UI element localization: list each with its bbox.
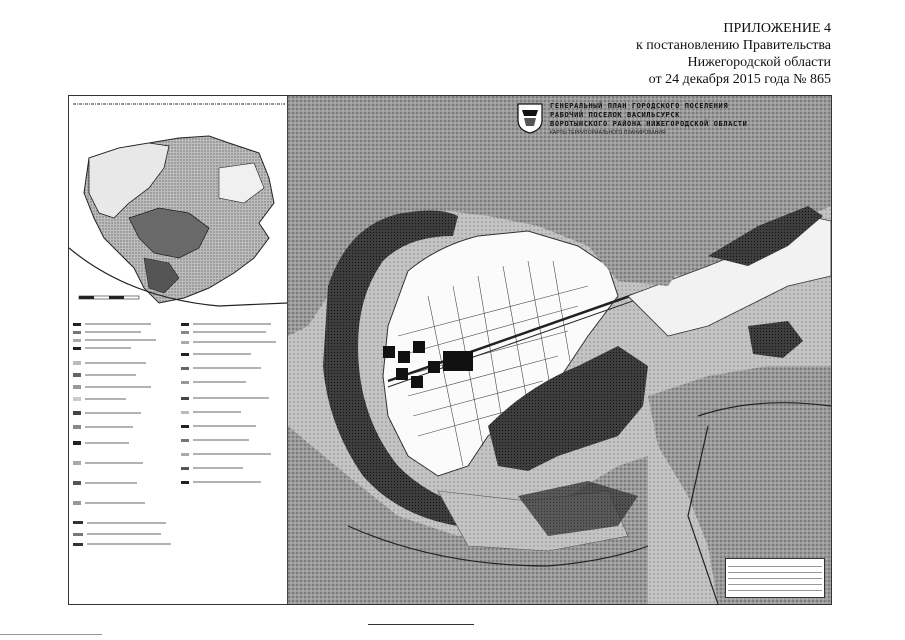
left-panel: [69, 96, 288, 604]
bottom-rule-left: [0, 634, 102, 635]
bottom-rule-center: [368, 624, 474, 625]
stamp-row: [728, 567, 822, 573]
map-subtitle: КАРТЫ ТЕРРИТОРИАЛЬНОГО ПЛАНИРОВАНИЯ: [550, 130, 666, 136]
appendix-region: Нижегородской области: [687, 55, 831, 70]
appendix-date: от 24 декабря 2015 года № 865: [648, 72, 831, 87]
map-title-line-1: ГЕНЕРАЛЬНЫЙ ПЛАН ГОРОДСКОГО ПОСЕЛЕНИЯ: [550, 102, 729, 110]
main-map: ГЕНЕРАЛЬНЫЙ ПЛАН ГОРОДСКОГО ПОСЕЛЕНИЯ РА…: [288, 96, 831, 604]
map-title-line-3: ВОРОТЫНСКОГО РАЙОНА НИЖЕГОРОДСКОЙ ОБЛАСТ…: [550, 120, 748, 128]
stamp-row: [728, 579, 822, 585]
map-sheet: ГЕНЕРАЛЬНЫЙ ПЛАН ГОРОДСКОГО ПОСЕЛЕНИЯ РА…: [68, 95, 832, 605]
stamp-row: [728, 585, 822, 591]
coat-of-arms-icon: [517, 103, 543, 134]
map-title-line-2: РАБОЧИЙ ПОСЕЛОК ВАСИЛЬСУРСК: [550, 111, 680, 119]
title-stamp: [725, 558, 825, 598]
map-legend: [73, 323, 276, 546]
main-map-drawing: [288, 96, 831, 604]
appendix-heading: ПРИЛОЖЕНИЕ 4 к постановлению Правительст…: [636, 20, 831, 88]
map-title-block: ГЕНЕРАЛЬНЫЙ ПЛАН ГОРОДСКОГО ПОСЕЛЕНИЯ РА…: [550, 102, 820, 154]
appendix-resolution: к постановлению Правительства: [635, 38, 831, 53]
inset-header-scribble: [73, 103, 285, 105]
stamp-row: [728, 573, 822, 579]
inset-map: [69, 135, 287, 307]
inset-header-bar: [73, 100, 285, 107]
appendix-number: ПРИЛОЖЕНИЕ 4: [723, 21, 831, 36]
stamp-row: [728, 561, 822, 567]
